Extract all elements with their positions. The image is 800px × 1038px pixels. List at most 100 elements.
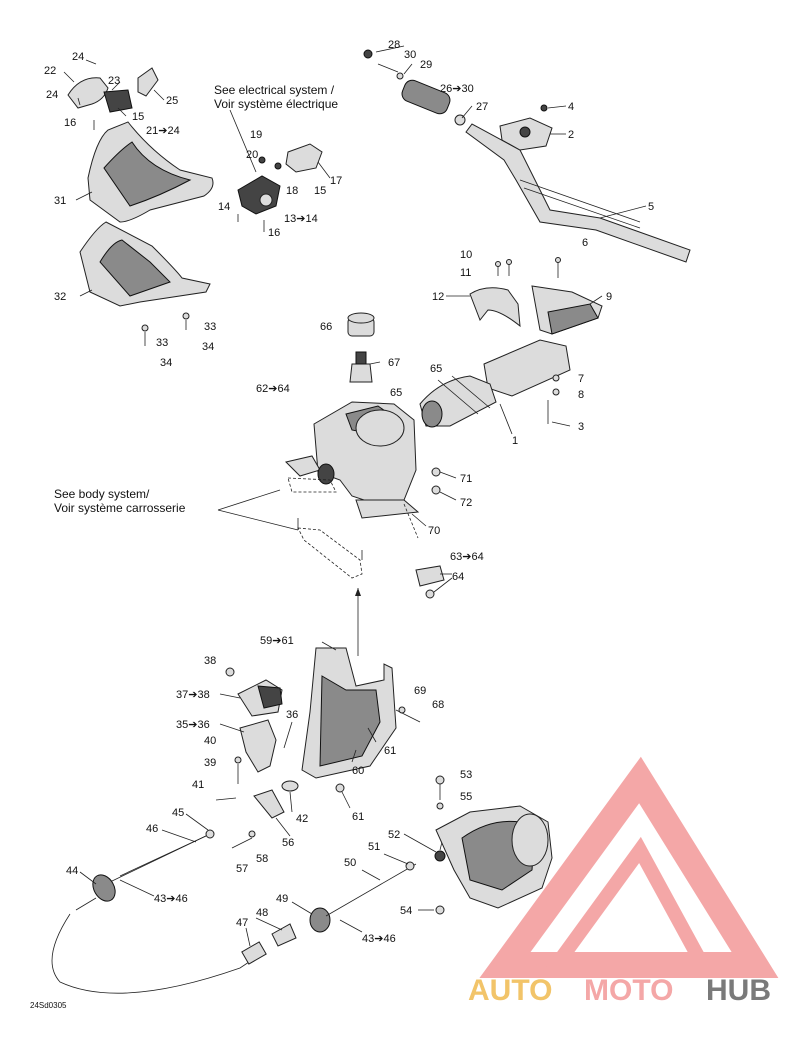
callout-11: 11 bbox=[460, 267, 471, 279]
callout-29: 29 bbox=[420, 59, 432, 71]
callout-15-a: 15 bbox=[132, 111, 144, 123]
callout-24-b: 24 bbox=[46, 89, 58, 101]
callout-34-b: 34 bbox=[160, 357, 172, 369]
callout-16-a: 16 bbox=[64, 117, 76, 129]
callout-37-38: 37➔38 bbox=[176, 689, 210, 701]
callout-4: 4 bbox=[568, 101, 574, 113]
callout-68: 68 bbox=[432, 699, 444, 711]
callout-10: 10 bbox=[460, 249, 472, 261]
handlebar-group bbox=[363, 49, 691, 263]
callout-13-14: 13➔14 bbox=[284, 213, 318, 225]
steering-arm-group bbox=[215, 647, 421, 849]
callout-71: 71 bbox=[460, 473, 472, 485]
steering-column-group bbox=[419, 257, 603, 428]
callout-3: 3 bbox=[578, 421, 584, 433]
callout-30-a: 30 bbox=[404, 49, 416, 61]
drawing-code: 24Sd0305 bbox=[30, 1001, 67, 1010]
callout-27: 27 bbox=[476, 101, 488, 113]
callout-43-46-a: 43➔46 bbox=[154, 893, 188, 905]
callout-1: 1 bbox=[512, 435, 518, 447]
callout-57: 57 bbox=[236, 863, 248, 875]
callout-64: 64 bbox=[452, 571, 464, 583]
callout-12: 12 bbox=[432, 291, 444, 303]
callout-59-61: 59➔61 bbox=[260, 635, 294, 647]
callout-38-a: 38 bbox=[204, 655, 216, 667]
callout-23: 23 bbox=[108, 75, 120, 87]
callout-70: 70 bbox=[428, 525, 440, 537]
callout-2: 2 bbox=[568, 129, 574, 141]
callout-61-b: 61 bbox=[352, 811, 364, 823]
note-electrical-line1: See electrical system / bbox=[214, 83, 335, 97]
body-bracket-group bbox=[217, 477, 363, 656]
callouts: 24 22 23 25 24 15 16 21➔24 31 19 20 18 1… bbox=[44, 39, 654, 945]
jet-nozzle-group bbox=[435, 775, 553, 915]
callout-65-b: 65 bbox=[390, 387, 402, 399]
callout-67: 67 bbox=[388, 357, 400, 369]
watermark-word-1: AUTO bbox=[468, 974, 552, 1007]
callout-7: 7 bbox=[578, 373, 584, 385]
callout-66: 66 bbox=[320, 321, 332, 333]
callout-49: 49 bbox=[276, 893, 288, 905]
switch-housing-group bbox=[229, 109, 323, 232]
callout-44: 44 bbox=[66, 865, 78, 877]
watermark-logo: AUTO MOTO HUB bbox=[468, 756, 779, 1007]
callout-32: 32 bbox=[54, 291, 66, 303]
callout-20: 20 bbox=[246, 149, 258, 161]
note-body-line1: See body system/ bbox=[54, 487, 150, 501]
steering-cable-group bbox=[51, 829, 446, 994]
console-cover-group bbox=[67, 67, 214, 346]
callout-26-30: 26➔30 bbox=[440, 83, 474, 95]
callout-19: 19 bbox=[250, 129, 262, 141]
callout-25: 25 bbox=[166, 95, 178, 107]
callout-69: 69 bbox=[414, 685, 426, 697]
callout-63-64: 63➔64 bbox=[450, 551, 484, 563]
callout-40: 40 bbox=[204, 735, 216, 747]
callout-34-a: 34 bbox=[202, 341, 214, 353]
callout-21-24: 21➔24 bbox=[146, 125, 180, 137]
callout-62-64: 62➔64 bbox=[256, 383, 290, 395]
callout-48: 48 bbox=[256, 907, 268, 919]
callout-46: 46 bbox=[146, 823, 158, 835]
callout-65-a: 65 bbox=[430, 363, 442, 375]
callout-31: 31 bbox=[54, 195, 66, 207]
callout-41: 41 bbox=[192, 779, 204, 791]
callout-16-b: 16 bbox=[268, 227, 280, 239]
callout-6: 6 bbox=[582, 237, 588, 249]
callout-18: 18 bbox=[286, 185, 298, 197]
callout-8: 8 bbox=[578, 389, 584, 401]
callout-50: 50 bbox=[344, 857, 356, 869]
callout-47: 47 bbox=[236, 917, 248, 929]
callout-56: 56 bbox=[282, 837, 294, 849]
callout-14: 14 bbox=[218, 201, 230, 213]
callout-54: 54 bbox=[400, 905, 412, 917]
callout-24-a: 24 bbox=[72, 51, 84, 63]
callout-43-46-b: 43➔46 bbox=[362, 933, 396, 945]
callout-42: 42 bbox=[296, 813, 308, 825]
callout-9: 9 bbox=[606, 291, 612, 303]
callout-33-b: 33 bbox=[156, 337, 168, 349]
watermark-word-2: MOTO bbox=[584, 974, 673, 1007]
callout-5: 5 bbox=[648, 201, 654, 213]
callout-52: 52 bbox=[388, 829, 400, 841]
callout-17: 17 bbox=[330, 175, 342, 187]
callout-55: 55 bbox=[460, 791, 472, 803]
note-body-line2: Voir système carrosserie bbox=[54, 501, 186, 515]
steering-support-housing bbox=[285, 312, 445, 599]
callout-39: 39 bbox=[204, 757, 216, 769]
callout-36: 36 bbox=[286, 709, 298, 721]
callout-72: 72 bbox=[460, 497, 472, 509]
callout-51: 51 bbox=[368, 841, 380, 853]
callout-15-b: 15 bbox=[314, 185, 326, 197]
callout-45: 45 bbox=[172, 807, 184, 819]
callout-35-36: 35➔36 bbox=[176, 719, 210, 731]
callout-33-a: 33 bbox=[204, 321, 216, 333]
callout-53: 53 bbox=[460, 769, 472, 781]
note-electrical-line2: Voir système électrique bbox=[214, 97, 338, 111]
callout-22: 22 bbox=[44, 65, 56, 77]
leader-lines bbox=[63, 45, 647, 947]
callout-60: 60 bbox=[352, 765, 364, 777]
callout-28: 28 bbox=[388, 39, 400, 51]
callout-58: 58 bbox=[256, 853, 268, 865]
callout-61-a: 61 bbox=[384, 745, 396, 757]
